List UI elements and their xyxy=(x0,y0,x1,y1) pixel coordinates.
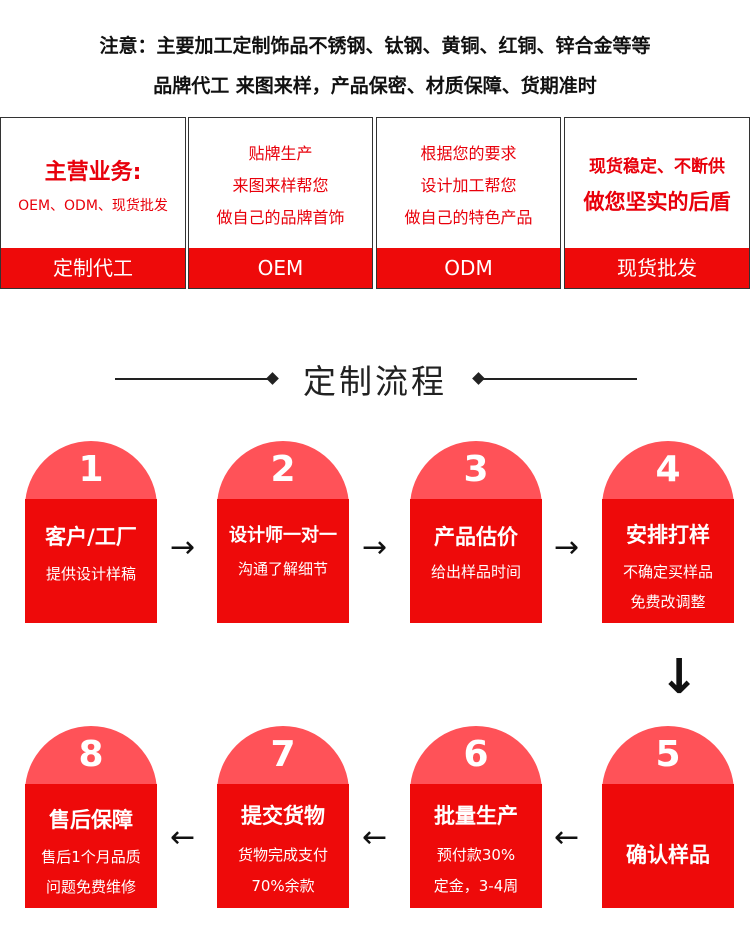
service-footer: 定制代工 xyxy=(1,248,185,288)
step-title: 设计师一对一 xyxy=(229,525,337,546)
service-text: 设计加工帮您 xyxy=(420,176,517,195)
service-footer: OEM xyxy=(189,248,372,288)
step-body xyxy=(410,499,542,623)
title-divider-right xyxy=(482,378,637,380)
service-text: 贴牌生产 xyxy=(248,144,313,163)
service-text: 现货稳定、不断供 xyxy=(589,157,725,177)
notice-line-1: 注意：主要加工定制饰品不锈钢、钛钢、黄铜、红铜、锌合金等等 xyxy=(99,35,651,57)
step-desc: 给出样品时间 xyxy=(430,563,521,581)
step-desc: 沟通了解细节 xyxy=(237,560,328,578)
step-desc: 预付款30% xyxy=(436,846,516,864)
step-desc: 70%余款 xyxy=(251,877,315,895)
step-title: 安排打样 xyxy=(626,523,710,547)
arrow-right-icon: → xyxy=(554,530,580,565)
service-heading: 主营业务: xyxy=(44,160,142,185)
step-number: 3 xyxy=(463,449,489,490)
notice-line-2: 品牌代工 来图来样，产品保密、材质保障、货期准时 xyxy=(153,75,597,97)
step-desc: 免费改调整 xyxy=(630,593,706,611)
step-number: 5 xyxy=(655,734,681,775)
service-box-custom: 主营业务: OEM、ODM、现货批发 定制代工 xyxy=(0,117,186,289)
step-desc: 售后1个月品质 xyxy=(41,848,141,866)
arrow-left-icon: ← xyxy=(170,820,196,855)
step-4: 4 安排打样 不确定买样品 免费改调整 xyxy=(602,441,734,623)
step-8: 8 售后保障 售后1个月品质 问题免费维修 xyxy=(25,726,157,908)
service-text: 来图来样帮您 xyxy=(232,176,329,195)
service-heading: 做您坚实的后盾 xyxy=(583,190,731,214)
service-box-odm: 根据您的要求 设计加工帮您 做自己的特色产品 ODM xyxy=(376,117,561,289)
service-text: 做自己的品牌首饰 xyxy=(216,208,345,227)
step-number: 7 xyxy=(270,734,296,775)
process-title: 定制流程 xyxy=(303,362,447,401)
step-number: 8 xyxy=(78,734,104,775)
step-number: 4 xyxy=(655,449,681,490)
step-title: 批量生产 xyxy=(434,804,518,828)
step-title: 提交货物 xyxy=(241,804,325,828)
step-number: 6 xyxy=(463,734,489,775)
step-title: 产品估价 xyxy=(434,525,518,549)
service-footer: 现货批发 xyxy=(565,248,749,288)
step-body xyxy=(217,499,349,623)
step-7: 7 提交货物 货物完成支付 70%余款 xyxy=(217,726,349,908)
step-title: 客户/工厂 xyxy=(45,525,137,549)
arrow-left-icon: ← xyxy=(362,820,388,855)
step-desc: 不确定买样品 xyxy=(622,563,713,581)
step-3: 3 产品估价 给出样品时间 xyxy=(410,441,542,623)
step-body xyxy=(25,499,157,623)
step-1: 1 客户/工厂 提供设计样稿 xyxy=(25,441,157,623)
service-body: 主营业务: OEM、ODM、现货批发 xyxy=(1,118,185,250)
service-body: 根据您的要求 设计加工帮您 做自己的特色产品 xyxy=(377,118,560,250)
service-text: 根据您的要求 xyxy=(420,144,517,163)
service-box-stock: 现货稳定、不断供 做您坚实的后盾 现货批发 xyxy=(564,117,750,289)
step-number: 2 xyxy=(270,449,296,490)
step-desc: 定金，3-4周 xyxy=(433,877,519,895)
step-desc: 问题免费维修 xyxy=(45,878,136,896)
arrow-left-icon: ← xyxy=(554,820,580,855)
service-body: 贴牌生产 来图来样帮您 做自己的品牌首饰 xyxy=(189,118,372,250)
step-body xyxy=(602,499,734,623)
step-body xyxy=(410,784,542,908)
service-box-oem: 贴牌生产 来图来样帮您 做自己的品牌首饰 OEM xyxy=(188,117,373,289)
step-desc: 提供设计样稿 xyxy=(45,565,136,583)
step-body xyxy=(217,784,349,908)
service-footer: ODM xyxy=(377,248,560,288)
step-number: 1 xyxy=(78,449,104,490)
arrow-right-icon: → xyxy=(170,530,196,565)
step-body xyxy=(602,784,734,908)
title-divider-left xyxy=(115,378,270,380)
service-text: OEM、ODM、现货批发 xyxy=(18,198,168,214)
step-5: 5 确认样品 xyxy=(602,726,734,908)
service-text: 做自己的特色产品 xyxy=(404,208,533,227)
step-6: 6 批量生产 预付款30% 定金，3-4周 xyxy=(410,726,542,908)
step-title: 确认样品 xyxy=(626,843,710,867)
service-body: 现货稳定、不断供 做您坚实的后盾 xyxy=(565,118,749,250)
arrow-right-icon: → xyxy=(362,530,388,565)
step-2: 2 设计师一对一 沟通了解细节 xyxy=(217,441,349,623)
step-desc: 货物完成支付 xyxy=(237,846,328,864)
step-title: 售后保障 xyxy=(49,808,133,832)
step-body xyxy=(25,784,157,908)
arrow-down-icon: ↓ xyxy=(659,649,700,705)
